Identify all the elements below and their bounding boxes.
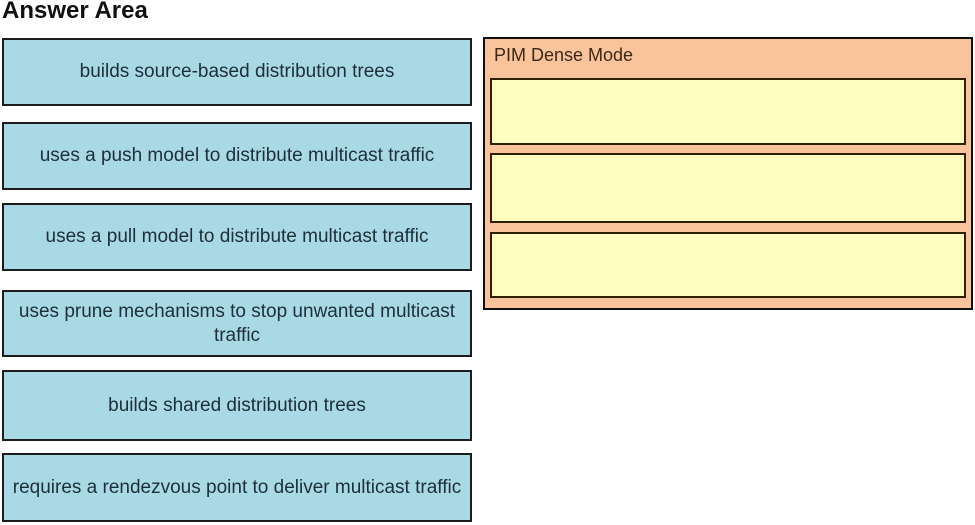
drop-slot-2[interactable] — [490, 153, 966, 223]
drag-item-prune-mechanisms[interactable]: uses prune mechanisms to stop unwanted m… — [2, 290, 472, 357]
drag-item-pull-model[interactable]: uses a pull model to distribute multicas… — [2, 203, 472, 271]
drag-item-rendezvous-point[interactable]: requires a rendezvous point to deliver m… — [2, 453, 472, 522]
drag-item-push-model[interactable]: uses a push model to distribute multicas… — [2, 122, 472, 190]
page-title: Answer Area — [2, 0, 148, 24]
drop-slot-1[interactable] — [490, 78, 966, 145]
drop-slot-3[interactable] — [490, 232, 966, 298]
drop-group-pim-dense-mode: PIM Dense Mode — [483, 37, 973, 310]
drag-item-source-based-trees[interactable]: builds source-based distribution trees — [2, 38, 472, 106]
drag-item-shared-trees[interactable]: builds shared distribution trees — [2, 370, 472, 441]
drop-group-title: PIM Dense Mode — [494, 45, 634, 65]
